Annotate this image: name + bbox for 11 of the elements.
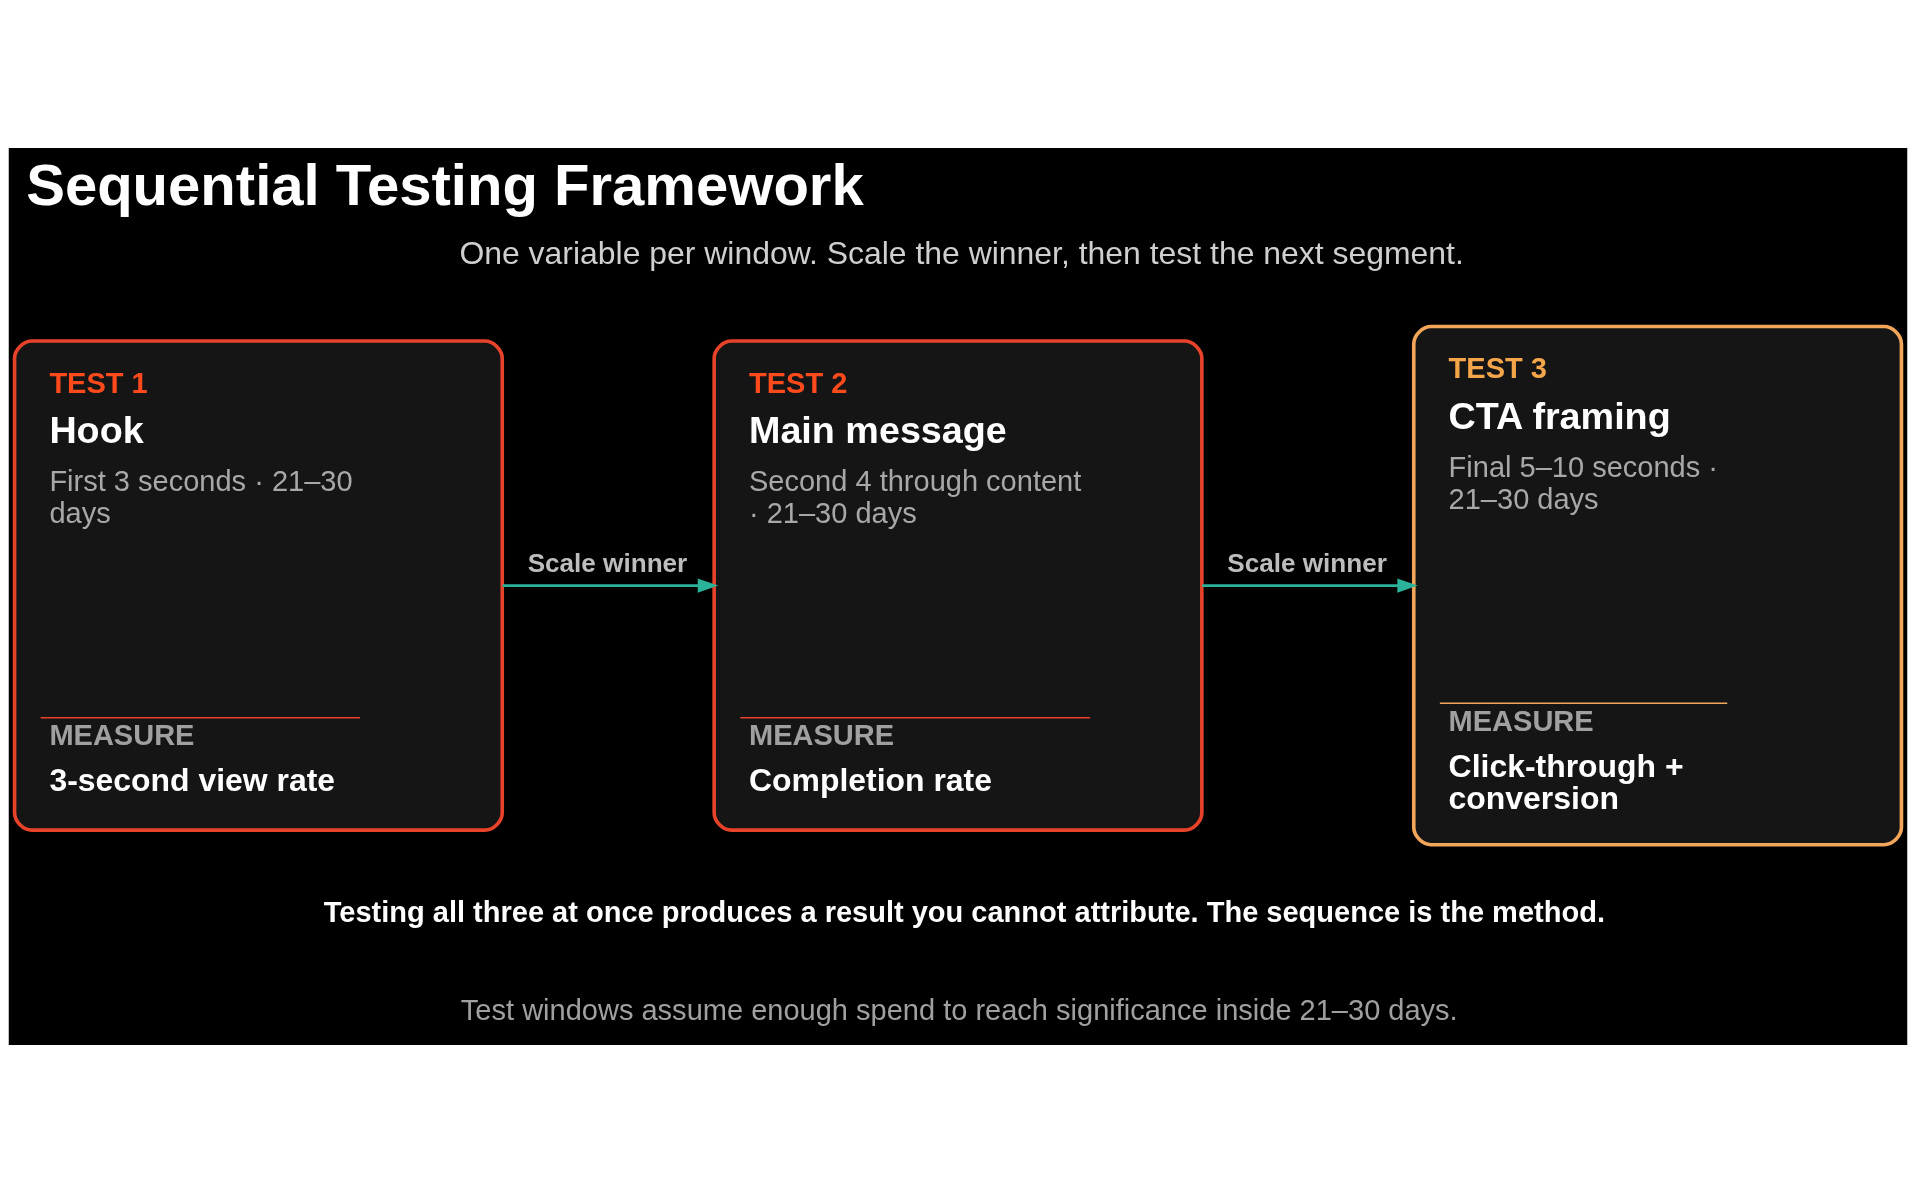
diagram-title: Sequential Testing Framework <box>26 151 864 217</box>
edge-label: Scale winner <box>1227 547 1387 578</box>
label: Testing all three at once produces a result you cannot attribute. The sequence is the method. <box>323 895 1605 928</box>
label: Test windows assume enough spend to reach significance inside 21–30 days. <box>460 993 1458 1026</box>
arrow <box>502 578 719 593</box>
edge-label: Scale winner <box>527 547 688 578</box>
node-box: TEST 3 CTA framing Final 5–10 seconds · 21–30 days MEASURE Click-through + conversion <box>1411 324 1904 846</box>
node-box: TEST 2 Main message Second 4 through content · 21–30 days MEASURE Completion rate <box>712 338 1204 832</box>
arrow <box>1202 578 1418 593</box>
label: One variable per window. Scale the winner, then test the next segment. <box>459 234 1464 271</box>
node-box: TEST 1 Hook First 3 seconds · 21–30 days MEASURE 3-second view rate <box>12 338 505 832</box>
